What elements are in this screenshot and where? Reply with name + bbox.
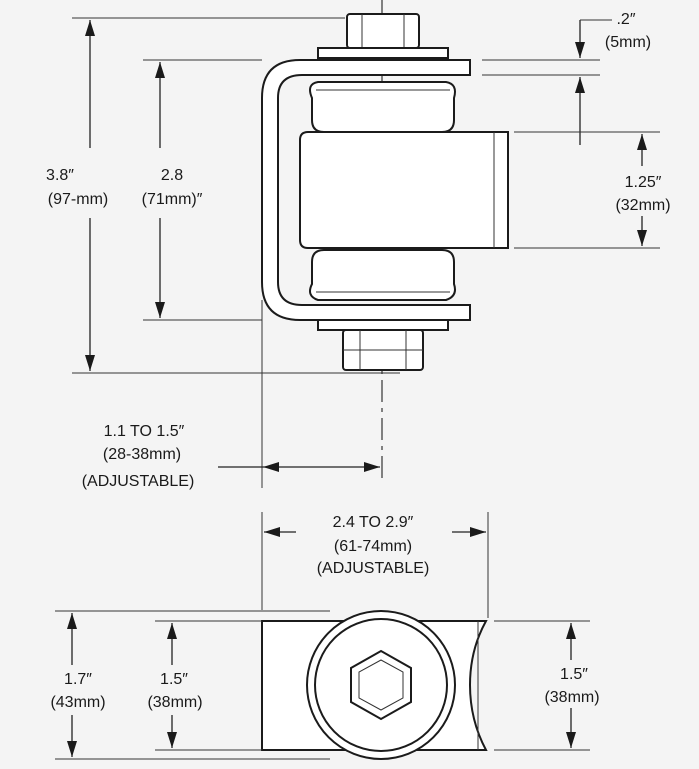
top-washer xyxy=(317,47,449,59)
plate-width-dimension-right: 1.5″ (38mm) xyxy=(494,620,600,751)
top-gap-in: .2″ xyxy=(616,11,635,28)
bolt-head-top xyxy=(346,13,420,49)
top-view xyxy=(261,610,488,760)
plate-width-right-in: 1.5″ xyxy=(560,666,588,683)
length-mm: (61-74mm) xyxy=(334,538,412,555)
overall-height-in: 3.8″ xyxy=(46,167,74,184)
washer-dia-mm: (43mm) xyxy=(50,694,105,711)
length-note: (ADJUSTABLE) xyxy=(317,560,430,577)
inner-height-mm: (71mm)″ xyxy=(142,191,203,208)
washer-diameter-dimension: 1.7″ (43mm) xyxy=(50,610,330,760)
washer-dia-in: 1.7″ xyxy=(64,671,92,688)
side-view xyxy=(261,0,509,480)
barrel-height-mm: (32mm) xyxy=(615,197,670,214)
bottom-washer xyxy=(317,319,449,331)
top-gap-mm: (5mm) xyxy=(605,34,651,51)
plate-width-in: 1.5″ xyxy=(160,671,188,688)
overall-height-dimension: 3.8″ (97-mm) xyxy=(46,17,400,374)
inner-height-dimension: 2.8 (71mm)″ xyxy=(142,59,262,321)
barrel xyxy=(299,131,509,249)
bracket-strap xyxy=(261,59,471,321)
plate-width-right-mm: (38mm) xyxy=(544,689,599,706)
barrel-height-in: 1.25″ xyxy=(625,174,662,191)
plate-width-mm: (38mm) xyxy=(147,694,202,711)
inner-height-in: 2.8 xyxy=(161,167,183,184)
plate-width-dimension-left: 1.5″ (38mm) xyxy=(147,620,262,751)
length-in: 2.4 TO 2.9″ xyxy=(333,514,414,531)
length-dimension: 2.4 TO 2.9″ (61-74mm) (ADJUSTABLE) xyxy=(261,512,489,618)
offset-in: 1.1 TO 1.5″ xyxy=(104,423,185,440)
bottom-bushing xyxy=(309,249,456,301)
offset-note: (ADJUSTABLE) xyxy=(82,473,195,490)
barrel-height-dimension: 1.25″ (32mm) xyxy=(514,131,671,249)
top-gap-dimension: .2″ (5mm) xyxy=(482,11,651,145)
offset-dimension: 1.1 TO 1.5″ (28-38mm) (ADJUSTABLE) xyxy=(82,300,380,490)
offset-mm: (28-38mm) xyxy=(103,446,181,463)
overall-height-mm: (97-mm) xyxy=(48,191,108,208)
